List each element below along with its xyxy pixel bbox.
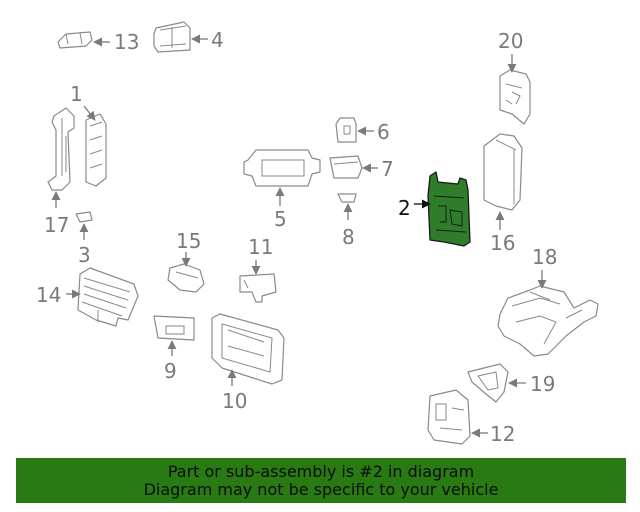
leader-1	[83, 105, 96, 121]
callout-9: 9	[164, 359, 177, 383]
part-10[interactable]	[211, 313, 285, 385]
part-4[interactable]	[153, 21, 191, 53]
callout-3: 3	[78, 243, 91, 267]
callout-11: 11	[248, 235, 273, 259]
part-3[interactable]	[75, 211, 93, 223]
parts-diagram: 13 4 1 17 3 14 15 11	[36, 21, 599, 446]
part-20[interactable]	[499, 69, 531, 125]
part-17[interactable]	[47, 107, 75, 191]
callout-10: 10	[222, 389, 247, 413]
part-13[interactable]	[57, 31, 93, 49]
part-16[interactable]	[483, 133, 523, 211]
callout-1: 1	[70, 82, 83, 106]
callout-16: 16	[490, 231, 515, 255]
part-18[interactable]	[497, 285, 599, 357]
banner-line-2: Diagram may not be specific to your vehi…	[143, 479, 499, 499]
callout-7: 7	[381, 157, 394, 181]
callout-4: 4	[211, 28, 224, 52]
callout-5: 5	[274, 207, 287, 231]
callout-12: 12	[490, 422, 515, 446]
part-14[interactable]	[77, 267, 139, 327]
callout-13: 13	[114, 30, 139, 54]
part-2[interactable]	[427, 171, 471, 247]
callout-18: 18	[532, 245, 557, 269]
part-8[interactable]	[337, 193, 357, 203]
callout-15: 15	[176, 229, 201, 253]
part-19[interactable]	[467, 363, 509, 403]
callout-8: 8	[342, 225, 355, 249]
callout-2: 2	[398, 196, 411, 220]
info-banner: Part or sub-assembly is #2 in diagram Di…	[16, 458, 626, 503]
callout-19: 19	[530, 372, 555, 396]
part-15[interactable]	[167, 263, 205, 293]
callout-6: 6	[377, 120, 390, 144]
part-9[interactable]	[153, 315, 195, 341]
part-7[interactable]	[329, 155, 363, 179]
callout-17: 17	[44, 213, 69, 237]
part-5[interactable]	[243, 149, 321, 187]
callout-20: 20	[498, 29, 523, 53]
part-6[interactable]	[335, 117, 357, 143]
banner-line-1: Part or sub-assembly is #2 in diagram	[167, 461, 475, 481]
part-12[interactable]	[427, 389, 471, 445]
callout-14: 14	[36, 283, 61, 307]
part-11[interactable]	[239, 273, 277, 303]
part-1[interactable]	[85, 113, 107, 187]
